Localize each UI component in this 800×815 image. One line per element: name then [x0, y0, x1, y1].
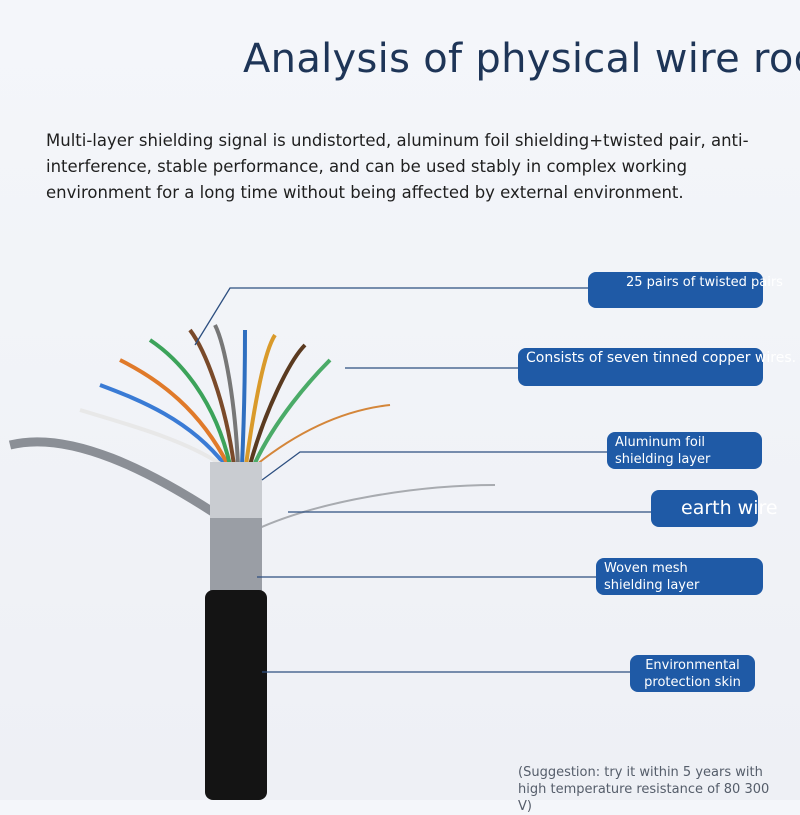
- ground-wire: [8, 437, 496, 531]
- label-aluminum-foil: Aluminum foil shielding layer: [607, 432, 762, 469]
- label-earth-wire: earth wire: [651, 490, 778, 527]
- intro-text: Multi-layer shielding signal is undistor…: [46, 131, 749, 202]
- label-protection-skin: Environmental protection skin: [630, 655, 755, 692]
- label-twisted-pairs: 25 pairs of twisted pairs: [588, 272, 783, 308]
- leader-lines: [194, 287, 651, 673]
- outer-jacket: [205, 590, 267, 800]
- page-title: Analysis of physical wire rod: [243, 36, 800, 82]
- foil-layer: [210, 462, 262, 520]
- braid-layer: [210, 518, 262, 593]
- label-woven-mesh: Woven mesh shielding layer: [596, 558, 763, 595]
- suggestion-note: (Suggestion: try it within 5 years with …: [518, 765, 770, 814]
- twisted-pairs: [79, 324, 391, 467]
- label-tinned-copper: Consists of seven tinned copper wires.: [518, 348, 796, 386]
